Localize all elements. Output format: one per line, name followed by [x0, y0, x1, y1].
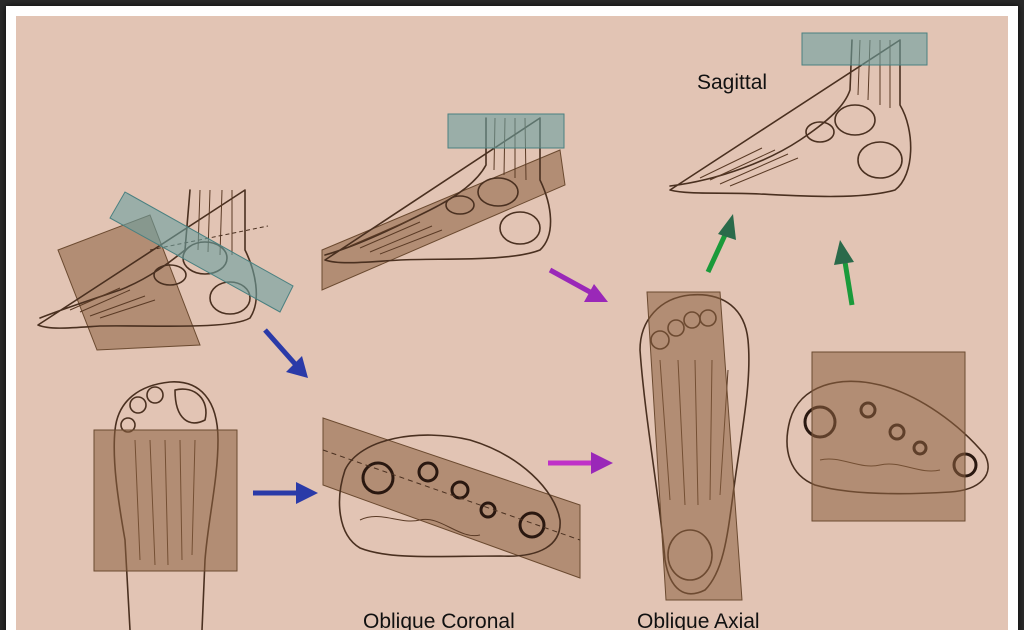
arrow-blue-diagonal: [263, 328, 308, 378]
plane-teal-1: [109, 191, 294, 313]
plane-oblique-brown-1: [57, 214, 201, 351]
plane-oblique-brown-2: [321, 149, 566, 291]
plane-oblique-axial: [646, 291, 743, 601]
arrow-blue-right: [253, 482, 318, 504]
plane-teal-3: [801, 32, 928, 66]
navicular-1: [153, 264, 187, 286]
axis-line-1: [149, 225, 269, 251]
cross-section-oblique-coronal: [322, 417, 581, 579]
label-sagittal: Sagittal: [697, 71, 768, 94]
metatarsals-2: [349, 219, 443, 255]
talus-3: [834, 104, 876, 136]
arrows: [253, 214, 855, 504]
label-oblique-coronal: Oblique Coronal: [363, 610, 515, 630]
bone-5b: [417, 461, 439, 483]
arrow-green-left: [705, 214, 736, 274]
cross-section-right: [786, 351, 989, 522]
label-oblique-axial: Oblique Axial: [637, 610, 760, 630]
tendons-5: [359, 516, 481, 537]
hallux-4: [174, 388, 207, 424]
metatarsals-3: [699, 147, 799, 187]
navicular-3: [805, 121, 835, 143]
calcaneus-3: [857, 141, 903, 179]
foot-outline-2: [324, 117, 552, 264]
navicular-2: [445, 195, 475, 215]
plane-square-4: [93, 429, 238, 572]
calcaneus-2: [499, 211, 541, 245]
arrow-magenta-right: [548, 452, 613, 474]
bone-5a: [361, 461, 395, 495]
axis-line-5: [322, 449, 581, 541]
toe-1a: [129, 396, 147, 414]
section-outline-5: [338, 434, 561, 558]
arrow-green-right: [834, 240, 855, 306]
bone-5e: [518, 511, 546, 539]
foot-oblique-axial: [639, 291, 750, 601]
plane-square-7: [811, 351, 966, 522]
arrow-magenta-diagonal: [548, 267, 608, 302]
tendons-1: [197, 189, 233, 256]
foot-sagittal-result: [669, 32, 928, 198]
metatarsals-1: [69, 287, 156, 319]
foot-lateral-middle: [321, 113, 566, 291]
tendons-3: [857, 39, 891, 108]
foot-lateral-left: [37, 189, 294, 351]
foot-plantar-left: [93, 381, 238, 630]
talus-2: [477, 177, 519, 207]
plane-teal-2: [447, 113, 565, 149]
toe-1b: [146, 386, 164, 404]
plane-oblique-coronal: [322, 417, 581, 579]
foot-outline-3: [669, 39, 912, 198]
